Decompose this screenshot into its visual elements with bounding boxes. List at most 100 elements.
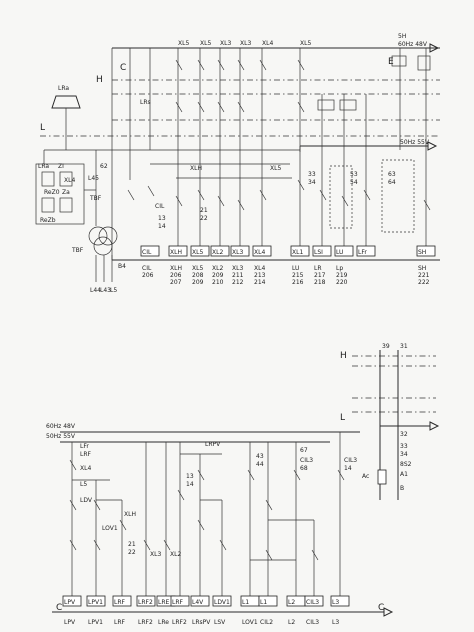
bottom-contact-lfr: LFr [80,443,89,450]
inset-term-ac: Ac [362,473,369,480]
bottom-coil-11 [304,595,324,607]
top-code-8-2: 220 [336,279,348,286]
top-coil-label-1: XLH [170,249,182,256]
bottom-coil-0 [62,595,82,607]
top-code-1-0: XLH [170,265,182,272]
contact-num-14: 14 [158,223,166,230]
bottom-coil-9 [258,595,278,607]
bottom-coil-12 [330,595,350,607]
bottom-coil-label-10: L2 [288,599,295,606]
bottom-right-14: 14 [344,465,352,472]
bottom-coil-2 [112,595,132,607]
top-code-9-1: 221 [418,272,430,279]
xfmr-label-tbf1: TBF [89,195,102,202]
bottom-code-3: LRF2 [138,619,153,626]
bottom-code-0: LPV [64,619,76,626]
top-code-6-2: 216 [292,279,304,286]
xfmr-label-lra: LRa [38,163,49,170]
contact-label-cil: CIL [155,203,165,210]
inset-term-33: 33 [400,443,408,450]
bottom-code-6: LRsPV [192,619,211,626]
bottom-code-11: CIL3 [306,619,319,626]
rail-label-H: H [96,75,103,85]
supply-right: 50Hz 55V [400,139,430,146]
top-coil-label-8: LU [336,249,343,256]
transformer-block: LRa ZI ReZ0 Za ReZb LRa 62 XL4 TBF L45 T… [35,85,126,294]
bottom-contact-xl2: XL2 [170,551,181,558]
top-coil-label-4: XL3 [232,249,243,256]
inset-term-39: 39 [382,343,390,350]
top-code-7-0: LR [314,265,322,272]
xfmr-label-62: 62 [100,163,108,170]
inset-term-32: 32 [400,431,408,438]
bus-label-3: XL3 [220,40,231,47]
top-code-0-1: 206 [142,272,154,279]
bottom-num-13: 13 [186,473,194,480]
top-code-9-2: 222 [418,279,430,286]
bottom-coil-label-7: LDV1 [214,599,230,606]
xfmr-label-rezb: ReZb [40,217,56,224]
top-coil-label-0: CIL [142,249,152,256]
top-code-1-1: 206 [170,272,182,279]
bottom-supply-2: 50Hz 55V [46,433,76,440]
bottom-contact-xl4: XL4 [80,465,91,472]
bottom-coil-label-3: LRF2 [138,599,153,606]
top-coil-label-10: SH [418,249,426,256]
top-coil-4 [230,245,250,257]
contact-num-34: 34 [308,179,316,186]
top-code-2-2: 209 [192,279,204,286]
bottom-coil-label-4: LRE [158,599,170,606]
top-code-1-2: 207 [170,279,182,286]
bus-label-6: XL5 [300,40,311,47]
contact-num-22: 22 [200,215,208,222]
bottom-num-43: 43 [256,453,264,460]
top-code-row: CIL206XLH206207XL5208209XL2209210XL32112… [142,265,430,286]
xfmr-label-rez0: ReZ0 [44,189,60,196]
bottom-num-21: 21 [128,541,136,548]
inset-rail-H: H [340,351,347,361]
bottom-contact-ldv: LDV [80,497,93,504]
top-coil-10 [416,245,436,257]
buzzer-label: LRa [58,85,69,92]
top-code-5-0: XL4 [254,265,265,272]
top-code-9-0: SH [418,265,426,272]
bottom-code-1: LPV1 [88,619,103,626]
inset-schematic: H L 39 31 32 33 34 8S2 A1 Ac B [340,343,440,500]
top-coil-label-7: LSI [314,249,323,256]
top-code-8-1: 219 [336,272,348,279]
bottom-code-8: LOV1 [242,619,258,626]
top-contacts [127,179,431,211]
top-coil-3 [210,245,230,257]
top-coil-0 [140,245,160,257]
supply-top-l2: 60Hz 48V [398,41,428,48]
bottom-coil-3 [136,595,156,607]
bottom-code-12: L3 [332,619,339,626]
top-code-2-1: 208 [192,272,204,279]
top-coil-9 [356,245,376,257]
contact-num-54: 54 [350,179,358,186]
buzzer-icon [51,95,81,109]
rail-label-C: C [120,63,126,73]
bus-label-1: XL5 [178,40,189,47]
inset-coil-icon [377,469,387,485]
bottom-right-cil3: CIL3 [300,457,313,464]
xfmr-label-tbf2: TBF [71,247,84,254]
bottom-num-14: 14 [186,481,194,488]
bottom-contact-lrf: LRF [80,451,92,458]
top-coil-8 [334,245,354,257]
bottom-coil-label-0: LPV [64,599,76,606]
top-code-4-2: 212 [232,279,244,286]
bottom-schematic: 60Hz 48V 50Hz 55V [46,423,394,626]
switch-marks [175,55,431,113]
bottom-rail-C: C [56,603,62,613]
contact-num-53: 53 [350,171,358,178]
xfmr-term-b4: B4 [118,263,126,270]
top-code-7-2: 218 [314,279,326,286]
bottom-contact-l5: L5 [80,481,87,488]
bottom-coil-6 [190,595,210,607]
top-coil-label-2: XL5 [192,249,203,256]
bottom-right-67: 67 [300,447,308,454]
